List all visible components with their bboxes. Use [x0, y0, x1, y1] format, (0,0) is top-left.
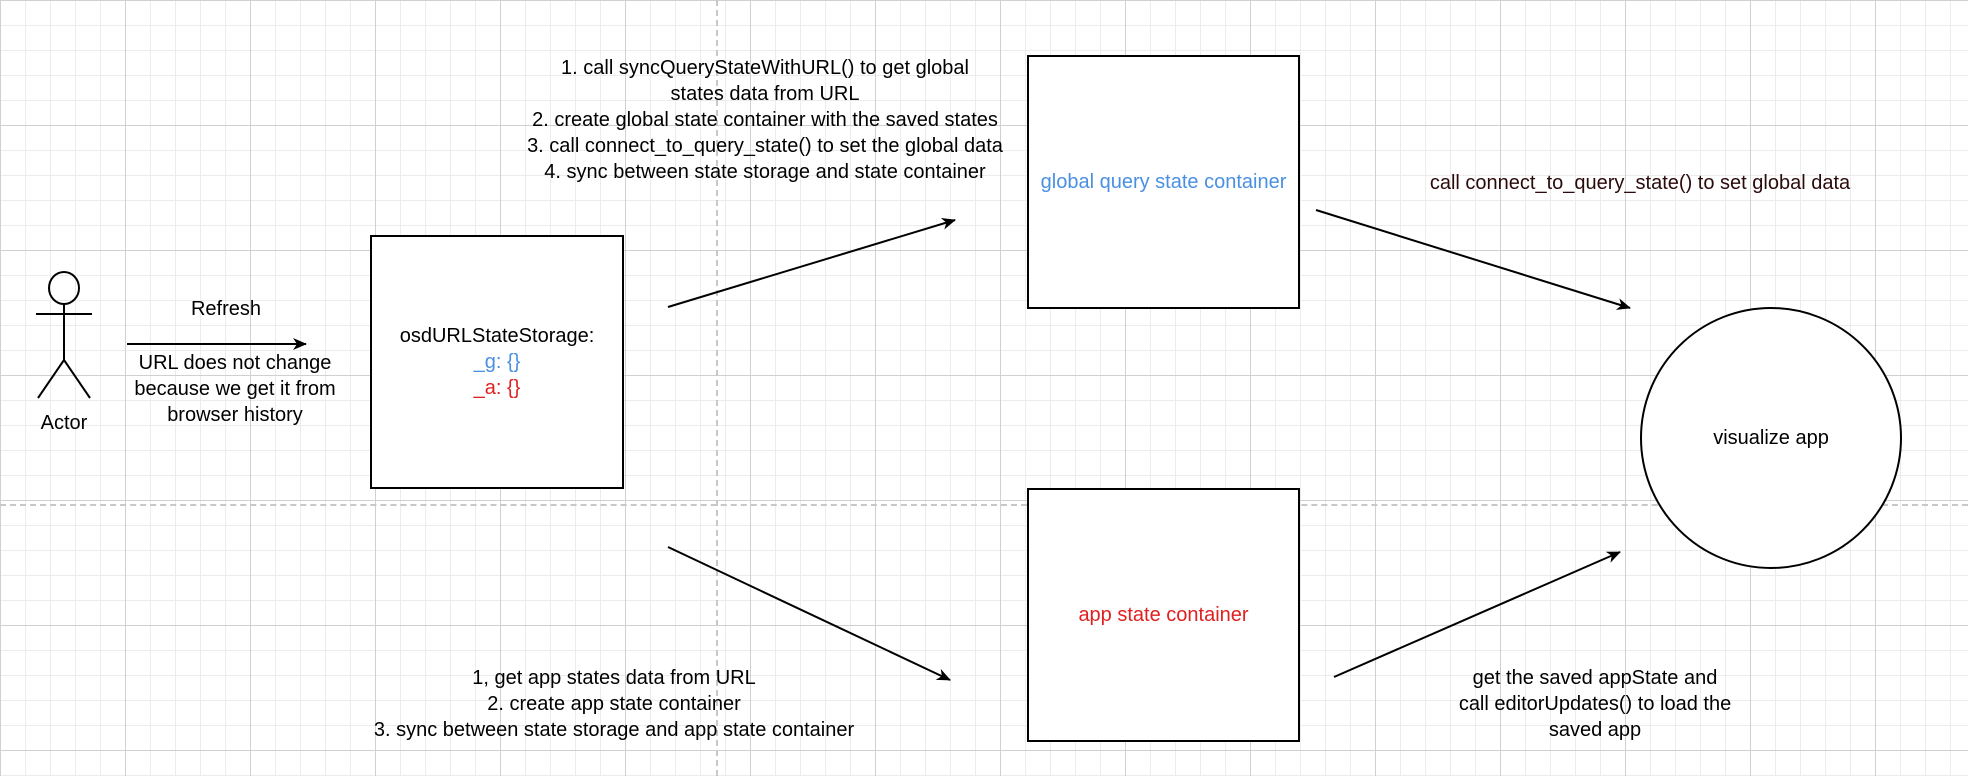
- storage-g-state: _g: {}: [473, 351, 521, 373]
- refresh-note-line-2: because we get it from: [134, 378, 336, 400]
- horizontal-guide-line: [0, 504, 1968, 506]
- actor-right-leg: [63, 359, 91, 399]
- vertical-guide-line: [716, 0, 718, 776]
- global-to-app-arrow[interactable]: [1315, 209, 1631, 310]
- global-step-line-3: 2. create global state container with th…: [532, 109, 998, 131]
- url-state-storage-box[interactable]: osdURLStateStorage: _g: {} _a: {}: [370, 235, 624, 489]
- actor-head: [48, 271, 80, 305]
- actor-label: Actor: [40, 412, 88, 434]
- visualize-app-label: visualize app: [1713, 427, 1829, 449]
- storage-title: osdURLStateStorage:: [399, 325, 595, 347]
- storage-to-app-arrow[interactable]: [667, 546, 951, 681]
- global-step-line-2: states data from URL: [670, 83, 860, 105]
- visualize-app-node[interactable]: visualize app: [1640, 307, 1902, 569]
- app-step-line-1: 1, get app states data from URL: [472, 667, 756, 689]
- global-query-state-container-box[interactable]: global query state container: [1027, 55, 1300, 309]
- appstate-note-line-2: call editorUpdates() to load the: [1458, 693, 1732, 715]
- refresh-note-line-1: URL does not change: [138, 352, 332, 374]
- app-step-line-3: 3. sync between state storage and app st…: [373, 719, 855, 741]
- global-step-line-5: 4. sync between state storage and state …: [544, 161, 986, 183]
- refresh-label: Refresh: [190, 298, 262, 320]
- actor-figure[interactable]: [36, 271, 92, 399]
- global-step-line-4: 3. call connect_to_query_state() to set …: [527, 135, 1003, 157]
- storage-to-global-arrow[interactable]: [667, 218, 956, 308]
- app-container-label: app state container: [1078, 604, 1249, 626]
- global-container-label: global query state container: [1040, 171, 1287, 193]
- appstate-to-app-arrow[interactable]: [1333, 551, 1621, 678]
- global-steps-note: 1. call syncQueryStateWithURL() to get g…: [490, 55, 1040, 185]
- app-steps-note: 1, get app states data from URL 2. creat…: [330, 665, 898, 743]
- storage-a-state: _a: {}: [473, 377, 521, 399]
- global-to-app-note: call connect_to_query_state() to set glo…: [1429, 172, 1851, 194]
- global-step-line-1: 1. call syncQueryStateWithURL() to get g…: [561, 57, 969, 79]
- appstate-to-app-note: get the saved appState and call editorUp…: [1415, 665, 1775, 743]
- appstate-note-line-3: saved app: [1548, 719, 1642, 741]
- app-state-container-box[interactable]: app state container: [1027, 488, 1300, 742]
- appstate-note-line-1: get the saved appState and: [1472, 667, 1718, 689]
- refresh-note-line-3: browser history: [167, 404, 303, 426]
- actor-left-leg: [37, 359, 65, 399]
- refresh-note: URL does not change because we get it fr…: [112, 350, 358, 428]
- app-step-line-2: 2. create app state container: [487, 693, 741, 715]
